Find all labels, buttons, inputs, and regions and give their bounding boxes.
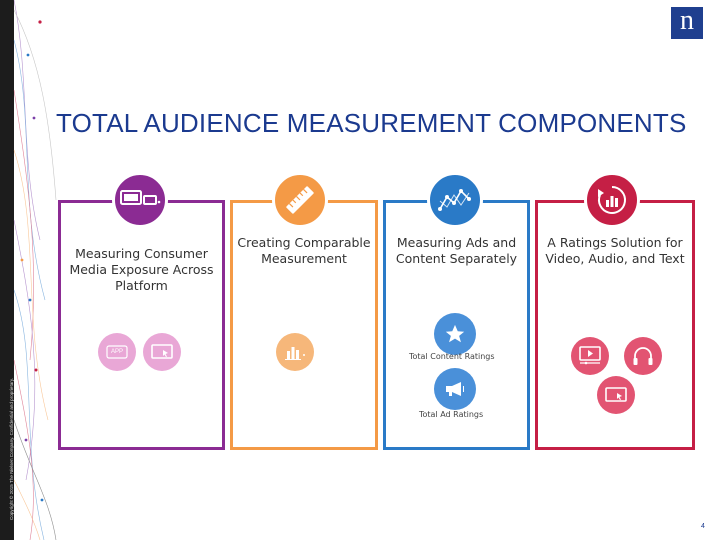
card-label-comparable-measurement: Creating Comparable Measurement	[234, 235, 374, 267]
refresh-chart-icon	[584, 172, 640, 228]
chart-nodes-icon	[427, 172, 483, 228]
slide-title: TOTAL AUDIENCE MEASUREMENT COMPONENTS	[56, 108, 687, 139]
headphones-icon	[624, 337, 662, 375]
bar-chart-icon	[276, 333, 314, 371]
card-label-ads-content: Measuring Ads and Content Separately	[388, 235, 525, 267]
card-consumer-exposure	[58, 200, 225, 450]
nielsen-logo: n	[671, 7, 703, 39]
monitor-cursor-icon	[597, 376, 635, 414]
ruler-icon	[272, 172, 328, 228]
app-icon: APP	[98, 333, 136, 371]
total-content-ratings-label: Total Content Ratings	[409, 352, 495, 361]
card-label-ratings-solution: A Ratings Solution for Video, Audio, and…	[540, 235, 690, 267]
copyright-text: Copyright © 2015 The Nielsen Company. Co…	[9, 378, 14, 520]
page-number: 4	[701, 523, 705, 530]
video-player-icon	[571, 337, 609, 375]
total-ad-ratings-label: Total Ad Ratings	[419, 410, 483, 419]
star-icon	[434, 313, 476, 355]
devices-icon	[112, 172, 168, 228]
app-icon-text: APP	[111, 349, 123, 355]
megaphone-icon	[434, 368, 476, 410]
monitor-cursor-icon	[143, 333, 181, 371]
card-label-consumer-exposure: Measuring Consumer Media Exposure Across…	[64, 246, 219, 294]
